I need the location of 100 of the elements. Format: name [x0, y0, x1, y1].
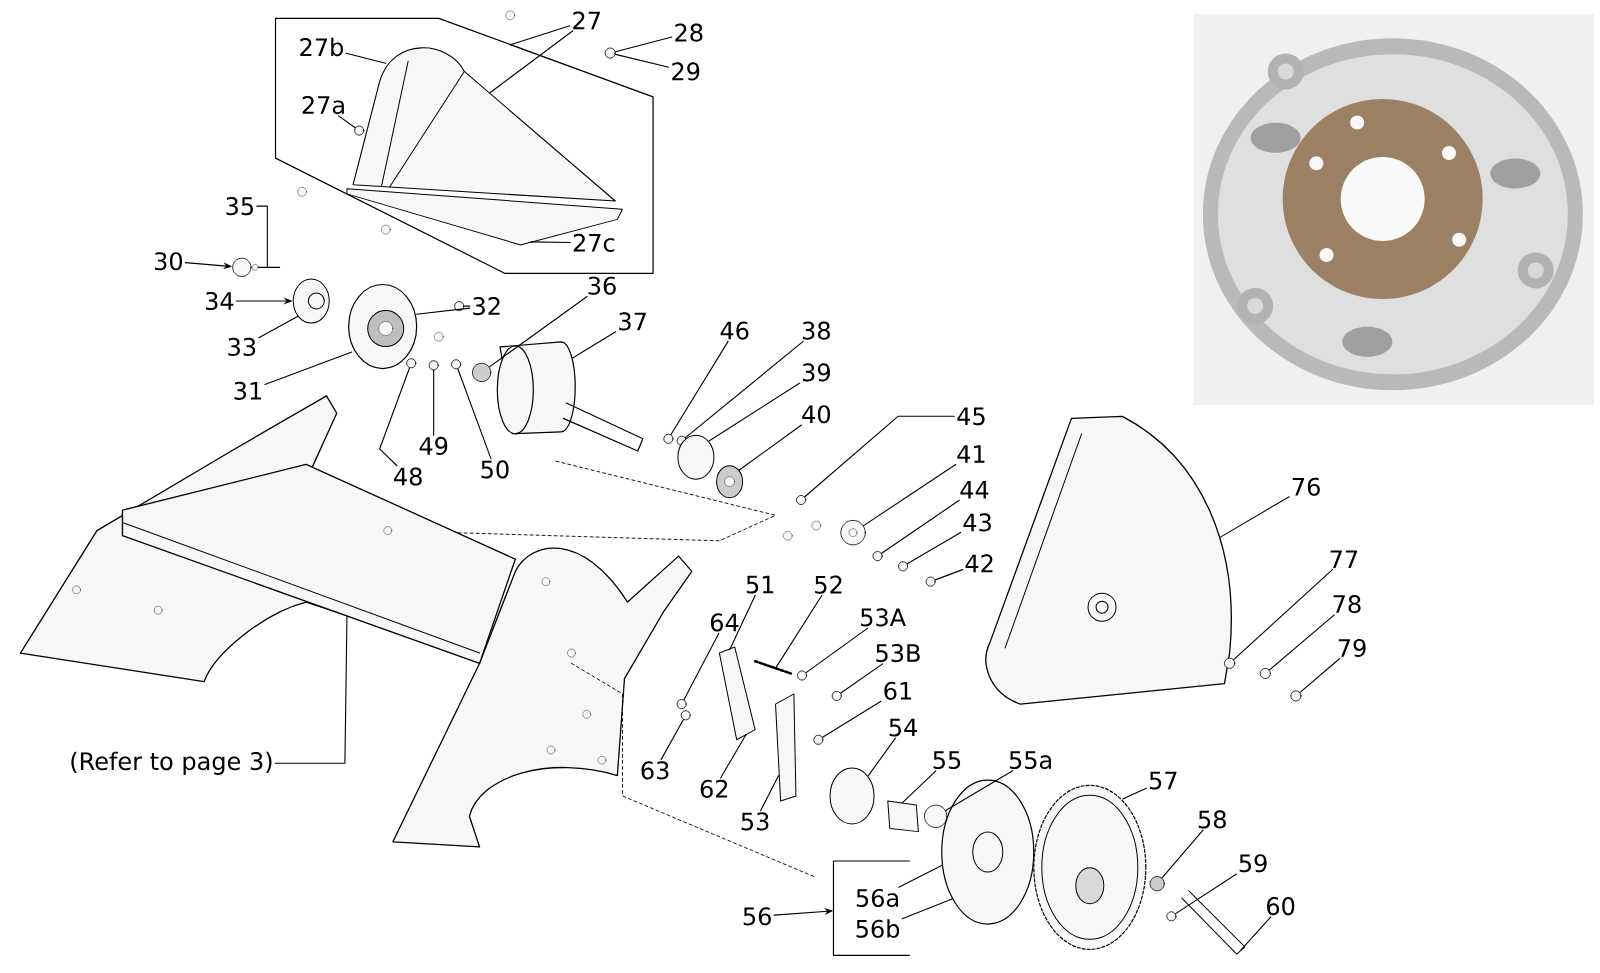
callout-number: 56b: [856, 919, 900, 938]
spring: [753, 659, 793, 675]
callout-number: 62: [700, 779, 728, 798]
spacer-ring: [924, 804, 948, 828]
callout-number: 40: [802, 405, 830, 424]
callout-number: 53: [741, 812, 769, 831]
callout-number: 42: [965, 554, 993, 573]
bolt: [797, 670, 808, 681]
bolt: [680, 710, 691, 721]
leader-line: [258, 315, 299, 339]
sprocket: [840, 520, 866, 546]
leader-line: [489, 30, 574, 94]
leader-line: [934, 569, 964, 581]
bolt: [251, 264, 281, 271]
callout-number: 48: [394, 467, 422, 486]
callout-number: 52: [815, 575, 842, 594]
leader-line: [901, 898, 953, 920]
bolt: [898, 561, 909, 572]
hub: [292, 278, 330, 324]
leader-line: [1299, 658, 1340, 693]
leader-line: [906, 531, 962, 565]
bracket-plate: [718, 646, 756, 741]
bolt: [872, 551, 883, 562]
bolt: [663, 433, 674, 444]
callout-number: 29: [672, 62, 700, 81]
leader-line: [760, 775, 780, 812]
callout-number: 57: [1149, 771, 1177, 790]
leader-line: [840, 663, 884, 694]
callout-number: 56: [743, 907, 771, 926]
bolt: [813, 734, 824, 745]
callout-number: 34: [205, 291, 234, 311]
callout-number: 51: [746, 575, 774, 594]
bracket-plate: [775, 693, 797, 802]
leader-line: [708, 382, 800, 442]
leader-line: [683, 632, 720, 701]
leader-line: [433, 369, 435, 436]
leader-line: [509, 25, 571, 46]
callout-number: 39: [802, 363, 830, 382]
leader-line: [868, 737, 896, 776]
leader-line: [822, 700, 882, 738]
leader-line: [264, 351, 353, 386]
bolt: [796, 495, 806, 505]
callout-number: (Refer to page 3): [71, 751, 272, 775]
leader-line: [720, 734, 747, 779]
leader-line: [881, 499, 960, 554]
callout-number: 36: [588, 276, 616, 295]
bearing: [1149, 876, 1165, 892]
disc: [829, 767, 875, 825]
leader-line: [775, 594, 823, 669]
washer: [1166, 911, 1177, 922]
leader-line: [1175, 873, 1238, 915]
bolt: [454, 301, 465, 312]
callout-number: 58: [1198, 810, 1226, 829]
leader-line: [415, 307, 471, 315]
callout-number: 53A: [861, 608, 906, 627]
leader-line: [684, 340, 804, 439]
callout-number: 77: [1330, 550, 1358, 568]
callout-number: 60: [1267, 897, 1295, 916]
bearing: [472, 362, 492, 383]
callout-number: 31: [234, 381, 261, 400]
leader-line: [804, 415, 955, 498]
callout-number: 61: [884, 681, 911, 700]
callout-number: 38: [802, 321, 830, 340]
hub: [887, 800, 919, 833]
leader-line: [345, 52, 387, 64]
bolt: [676, 699, 687, 710]
bolt: [604, 47, 616, 59]
pin: [1181, 890, 1246, 955]
leader-line: [530, 241, 571, 244]
callout-number: 27b: [300, 37, 343, 57]
leader-line: [805, 627, 869, 674]
leader-line: [1268, 614, 1335, 671]
callout-number: 35: [226, 197, 253, 216]
callout-number: 55a: [1009, 751, 1052, 770]
callout-number: 56a: [856, 888, 898, 908]
callout-number: 44: [960, 481, 989, 499]
bearing: [716, 465, 744, 499]
plate: [677, 434, 715, 480]
leader-line: [863, 463, 957, 527]
bolt: [925, 576, 936, 587]
callout-number: 27a: [302, 96, 344, 115]
leader-line: [1122, 787, 1147, 800]
callout-number: 49: [419, 436, 448, 455]
leader-line: [1233, 569, 1333, 661]
callout-number: 46: [720, 321, 749, 340]
callout-number: 28: [675, 23, 703, 42]
callout-number: 30: [154, 252, 183, 271]
leader-line: [1240, 916, 1272, 951]
leader-line: [457, 368, 492, 460]
bolt: [1290, 690, 1302, 702]
callout-number: 43: [963, 513, 991, 532]
callout-number: 78: [1333, 595, 1361, 614]
callout-number: 33: [228, 337, 256, 356]
callout-number: 55: [933, 751, 961, 770]
callout-number: 37: [619, 312, 646, 331]
disc: [941, 779, 1035, 925]
leader-line: [738, 424, 802, 471]
callout-number: 41: [957, 445, 985, 463]
callout-number: 79: [1338, 638, 1366, 658]
bracket: [832, 860, 910, 956]
